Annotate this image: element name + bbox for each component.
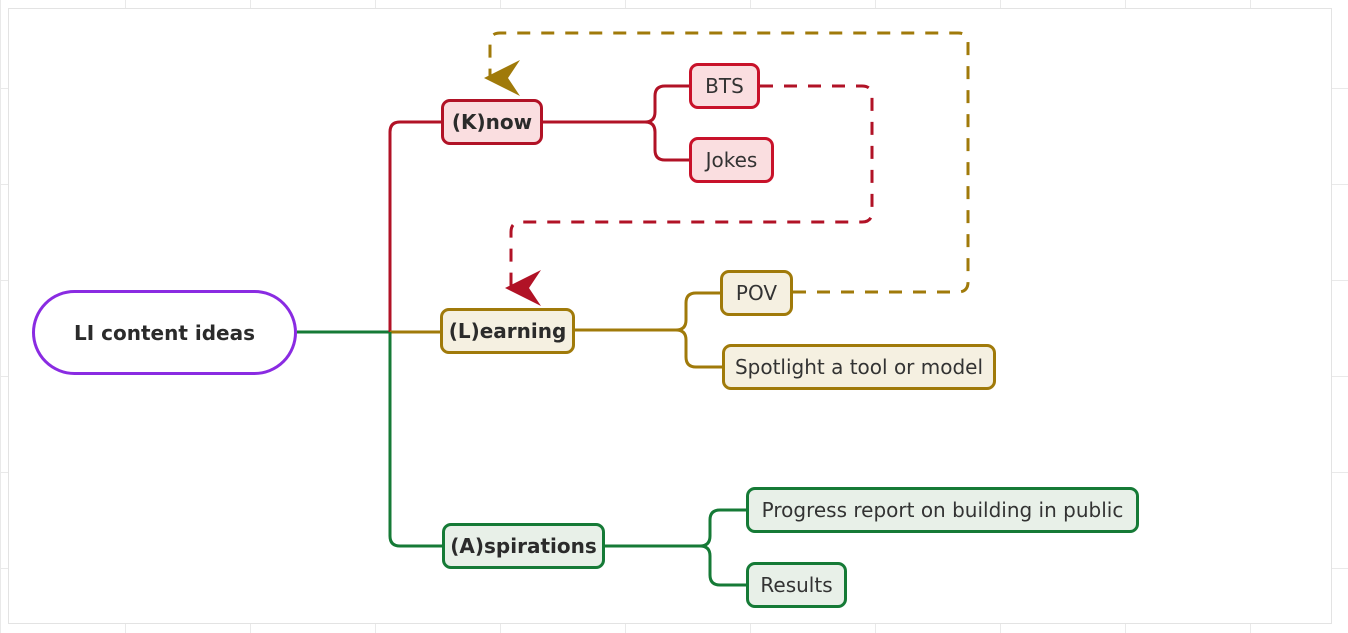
node-leaf-jokes-label: Jokes bbox=[705, 148, 758, 172]
node-branch-aspirations[interactable]: (A)spirations bbox=[442, 523, 605, 569]
crosslink-bts-to-learning bbox=[505, 84, 874, 306]
node-root-label: LI content ideas bbox=[73, 320, 255, 345]
node-leaf-progress-label: Progress report on building in public bbox=[761, 498, 1124, 522]
connector-know-to-jokes bbox=[644, 120, 689, 162]
connector-root-to-know bbox=[388, 120, 441, 332]
connector-learning-to-spotlight bbox=[675, 328, 722, 369]
node-branch-aspirations-label: (A)spirations bbox=[450, 534, 597, 558]
connector-aspirations-to-results bbox=[699, 544, 746, 587]
node-root[interactable]: LI content ideas bbox=[32, 290, 297, 375]
node-branch-learning[interactable]: (L)earning bbox=[440, 308, 575, 354]
node-leaf-pov-label: POV bbox=[735, 281, 778, 305]
node-branch-know-label: (K)now bbox=[451, 110, 533, 134]
node-leaf-spotlight[interactable]: Spotlight a tool or model bbox=[722, 344, 996, 390]
connector-root-to-aspirations bbox=[388, 332, 442, 548]
connector-aspirations-to-progress bbox=[699, 508, 746, 548]
node-branch-know[interactable]: (K)now bbox=[441, 99, 543, 145]
crosslink-pov-to-know bbox=[484, 31, 970, 294]
node-leaf-progress[interactable]: Progress report on building in public bbox=[746, 487, 1139, 533]
node-leaf-spotlight-label: Spotlight a tool or model bbox=[734, 355, 984, 379]
node-leaf-results-label: Results bbox=[760, 573, 833, 597]
node-leaf-bts[interactable]: BTS bbox=[689, 63, 760, 109]
node-leaf-jokes[interactable]: Jokes bbox=[689, 137, 774, 183]
node-leaf-results[interactable]: Results bbox=[746, 562, 847, 608]
node-leaf-bts-label: BTS bbox=[705, 74, 744, 98]
node-leaf-pov[interactable]: POV bbox=[720, 270, 793, 316]
connector-learning-to-pov bbox=[675, 291, 720, 332]
node-branch-learning-label: (L)earning bbox=[448, 319, 567, 343]
connector-know-to-bts bbox=[644, 84, 689, 124]
